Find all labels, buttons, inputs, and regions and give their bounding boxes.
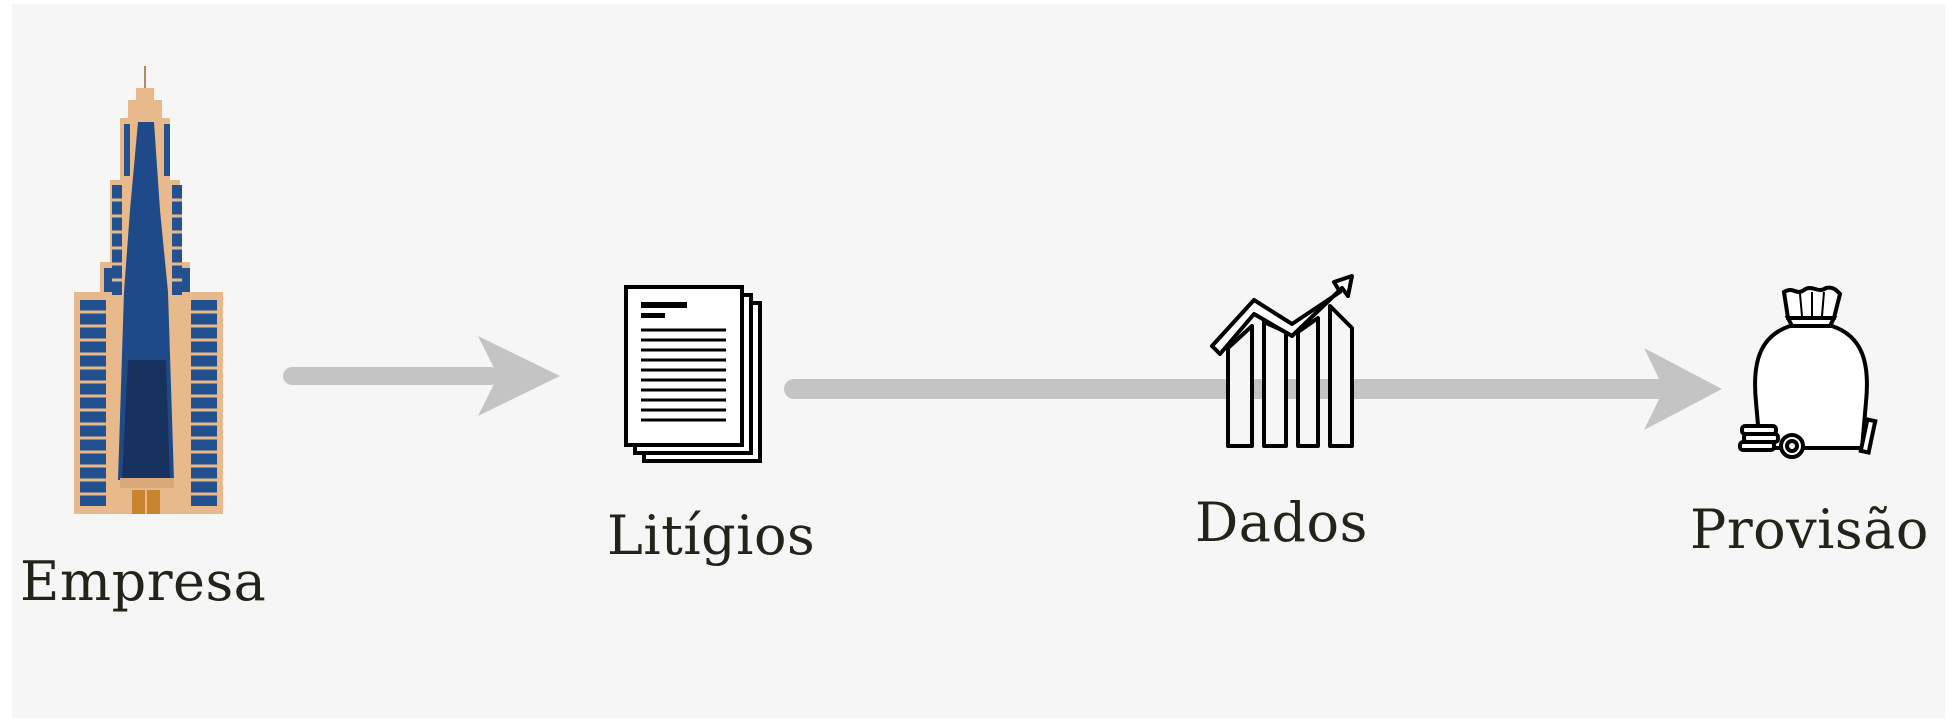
arrow-litigios-provisao: [784, 348, 1722, 430]
skyscraper-icon: [74, 66, 223, 514]
node-label-empresa: Empresa: [20, 550, 267, 613]
money-bag-icon: [1738, 285, 1878, 459]
arrow-empresa-litigios: [283, 336, 560, 416]
diagram-panel: [12, 4, 1945, 718]
node-label-litigios: Litígios: [607, 504, 816, 567]
node-label-dados: Dados: [1195, 491, 1368, 554]
growth-chart-icon: [1210, 274, 1354, 448]
documents-icon: [624, 285, 762, 463]
node-label-provisao: Provisão: [1690, 498, 1929, 561]
